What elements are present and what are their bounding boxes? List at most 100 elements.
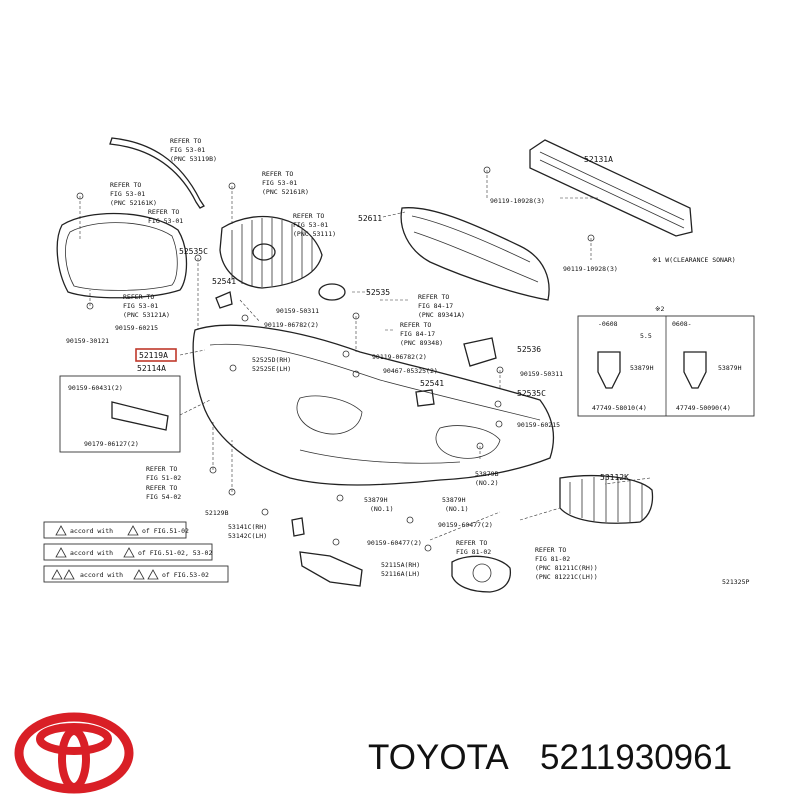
svg-text:(PNC 53121A): (PNC 53121A) [123, 311, 170, 319]
svg-text:FIG 51-02: FIG 51-02 [146, 474, 181, 482]
svg-text:-0608: -0608 [598, 320, 618, 328]
svg-text:(PNC 81211C(RH)): (PNC 81211C(RH)) [535, 564, 598, 572]
label-53879h-a-no: (NO.1) [370, 505, 393, 513]
svg-text:REFER TO: REFER TO [123, 293, 154, 301]
label-52119a: 52119A [139, 351, 168, 360]
label-52535c-b: 52535C [517, 389, 546, 398]
svg-text:47749-58010(4): 47749-58010(4) [592, 404, 647, 412]
label-53879h-a: 53879H [364, 496, 388, 504]
svg-text:FIG 53-01: FIG 53-01 [123, 302, 158, 310]
svg-text:FIG 84-17: FIG 84-17 [400, 330, 435, 338]
ref-callout-8: REFER TO FIG 84-17 (PNC 89348) [400, 321, 443, 347]
bumper-reinforcement [529, 139, 693, 237]
svg-text:FIG 54-02: FIG 54-02 [146, 493, 181, 501]
label-90159-60477-b: 90159-60477(2) [367, 539, 422, 547]
svg-text:FIG 53-01: FIG 53-01 [170, 146, 205, 154]
lower-grille [559, 475, 654, 524]
svg-text:FIG 53-01: FIG 53-01 [262, 179, 297, 187]
svg-text:REFER TO: REFER TO [110, 181, 141, 189]
ref-callout-7: REFER TO FIG 84-17 (PNC 89341A) [418, 293, 465, 319]
label-52116a: 52116A(LH) [381, 570, 420, 578]
svg-text:of FIG.53-02: of FIG.53-02 [162, 571, 209, 579]
svg-text:(PNC 53111): (PNC 53111) [293, 230, 336, 238]
label-sonar-note: ※1 W(CLEARANCE SONAR) [652, 256, 736, 264]
svg-text:accord with: accord with [80, 571, 123, 579]
svg-text:accord with: accord with [70, 527, 113, 535]
ref-callout-11: REFER TO FIG 81-02 [456, 539, 491, 556]
label-52114a: 52114A [137, 364, 166, 373]
label-53112k: 53112K [600, 473, 629, 482]
label-90119-06782-b: 90119-06782(2) [372, 353, 427, 361]
energy-absorber [400, 207, 550, 301]
svg-text:REFER TO: REFER TO [293, 212, 324, 220]
grille-molding-strip [109, 137, 205, 209]
svg-text:REFER TO: REFER TO [400, 321, 431, 329]
radiator-grille [219, 215, 323, 289]
ref-callout-10: REFER TO FIG 54-02 [146, 484, 181, 501]
svg-text:REFER TO: REFER TO [148, 208, 179, 216]
legend-row-1 [43, 521, 187, 539]
label-90119-06782-a: 90119-06782(2) [264, 321, 319, 329]
brand-name: TOYOTA [368, 738, 509, 777]
svg-text:(PNC 53119B): (PNC 53119B) [170, 155, 217, 163]
svg-text:accord with: accord with [70, 549, 113, 557]
svg-text:FIG 53-01: FIG 53-01 [293, 221, 328, 229]
grille-frame-left [56, 212, 188, 299]
label-90467-05325: 90467-05325(2) [383, 367, 438, 375]
label-52131a: 52131A [584, 155, 613, 164]
svg-text:53879H: 53879H [630, 364, 654, 372]
label-90159-60431: 90159-60431(2) [68, 384, 123, 392]
label-52541-b: 52541 [420, 379, 444, 388]
front-bumper-cover [192, 324, 555, 486]
label-53879h-b: 53879H [442, 496, 466, 504]
label-52535: 52535 [366, 288, 390, 297]
ref-callout-5: REFER TO FIG 53-01 (PNC 53111) [293, 212, 336, 238]
label-90159-60477-a: 90159-60477(2) [438, 521, 493, 529]
svg-text:5.5: 5.5 [640, 332, 652, 340]
svg-text:REFER TO: REFER TO [170, 137, 201, 145]
svg-text:※2: ※2 [655, 305, 664, 313]
toyota-logo-icon [14, 712, 134, 794]
legend-row-2 [43, 543, 213, 561]
label-52525e: 52525E(LH) [252, 365, 291, 373]
svg-text:(PNC 52161R): (PNC 52161R) [262, 188, 309, 196]
ref-callout-9: REFER TO FIG 51-02 [146, 465, 181, 482]
svg-text:REFER TO: REFER TO [535, 546, 566, 554]
product-footer: TOYOTA 5211930961 [0, 700, 800, 800]
label-52541-a: 52541 [212, 277, 236, 286]
label-52129b: 52129B [205, 509, 229, 517]
svg-text:REFER TO: REFER TO [146, 465, 177, 473]
ref-callout-3: REFER TO FIG 53-01 [148, 208, 183, 225]
svg-text:FIG 81-02: FIG 81-02 [535, 555, 570, 563]
svg-text:FIG 53-01: FIG 53-01 [110, 190, 145, 198]
bumper-retainer-lower [299, 551, 363, 587]
label-53142c: 53142C(LH) [228, 532, 267, 540]
label-90159-50311-b: 90159-50311 [520, 370, 563, 378]
retainer-detail-box [59, 375, 181, 453]
svg-text:REFER TO: REFER TO [146, 484, 177, 492]
highlighted-part-box [135, 348, 177, 362]
label-52115a: 52115A(RH) [381, 561, 420, 569]
detail-insert: ※2 -0608 0608- 5.5 53879H 53879H 47749-5… [577, 305, 755, 417]
svg-text:of FIG.51-02, 53-02: of FIG.51-02, 53-02 [138, 549, 212, 557]
label-90159-60215-a: 90159-60215 [115, 324, 158, 332]
svg-text:FIG 53-01: FIG 53-01 [148, 217, 183, 225]
parts-diagram: 52131A 52611 90119-10928(3) 90119-10928(… [43, 137, 755, 593]
figure-code: 521325P [722, 578, 749, 586]
label-90159-30121: 90159-30121 [66, 337, 109, 345]
label-53879b-no: (NO.2) [475, 479, 498, 487]
svg-text:0608-: 0608- [672, 320, 692, 328]
label-52611: 52611 [358, 214, 382, 223]
svg-text:REFER TO: REFER TO [262, 170, 293, 178]
svg-text:REFER TO: REFER TO [418, 293, 449, 301]
svg-text:FIG 84-17: FIG 84-17 [418, 302, 453, 310]
ref-callout-6: REFER TO FIG 53-01 (PNC 53121A) [123, 293, 170, 319]
ref-callout-12: REFER TO FIG 81-02 (PNC 81211C(RH)) (PNC… [535, 546, 598, 581]
label-53141c: 53141C(RH) [228, 523, 267, 531]
emblem-52535 [318, 283, 346, 301]
ref-callout-4: REFER TO FIG 53-01 (PNC 52161R) [262, 170, 309, 196]
part-number: 5211930961 [540, 738, 733, 777]
label-90159-60215-b: 90159-60215 [517, 421, 560, 429]
label-52535c-a: 52535C [179, 247, 208, 256]
svg-text:(PNC 89341A): (PNC 89341A) [418, 311, 465, 319]
